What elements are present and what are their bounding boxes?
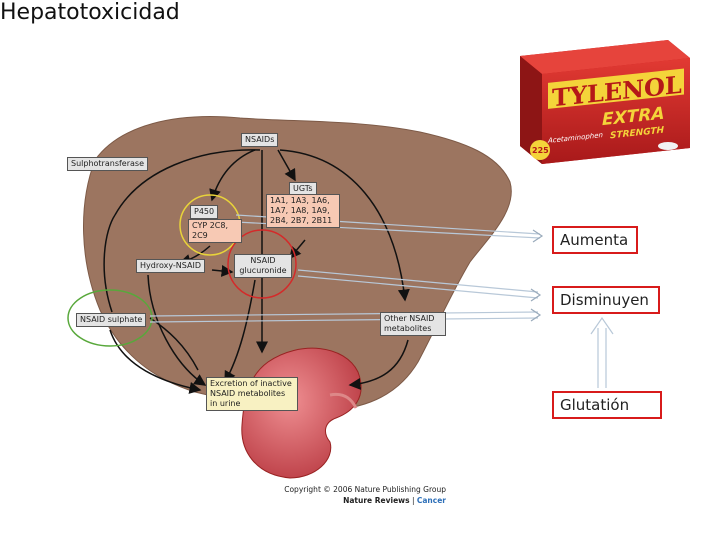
tylenol-box-image: TYLENOL EXTRA Acetaminophen STRENGTH 225 xyxy=(520,40,690,164)
label-sulphotransferase: Sulphotransferase xyxy=(67,157,148,171)
callout-glutation: Glutatión xyxy=(552,391,662,419)
label-cyp: CYP 2C8, 2C9 xyxy=(188,219,242,243)
copyright-separator: | xyxy=(409,496,417,505)
journal-section: Cancer xyxy=(416,496,446,505)
up-arrow xyxy=(590,316,614,388)
copyright-block: Copyright © 2006 Nature Publishing Group… xyxy=(278,484,446,506)
callout-disminuyen: Disminuyen xyxy=(552,286,660,314)
label-excretion: Excretion of inactive NSAID metabolites … xyxy=(206,377,298,411)
label-ugts: UGTs xyxy=(289,182,317,196)
label-ugt-isoforms: 1A1, 1A3, 1A6, 1A7, 1A8, 1A9, 2B4, 2B7, … xyxy=(266,194,340,228)
slide-title: Hepatotoxicidad xyxy=(0,0,180,25)
label-nsaid-sulphate: NSAID sulphate xyxy=(76,313,147,327)
liver-shape xyxy=(83,116,512,411)
label-hydroxy-nsaid: Hydroxy-NSAID xyxy=(136,259,206,273)
label-other-metabolites: Other NSAID metabolites xyxy=(380,312,446,336)
label-p450: P450 xyxy=(190,205,219,219)
label-nsaid-glucuronide: NSAID glucuronide xyxy=(234,254,292,278)
callout-aumenta: Aumenta xyxy=(552,226,638,254)
copyright-line: Copyright © 2006 Nature Publishing Group xyxy=(284,485,446,494)
glucuronide-circle xyxy=(227,229,297,299)
journal-name: Nature Reviews xyxy=(343,496,410,505)
count-text: 225 xyxy=(532,146,549,155)
label-nsaids: NSAIDs xyxy=(241,133,279,147)
sulphate-circle xyxy=(67,289,153,347)
